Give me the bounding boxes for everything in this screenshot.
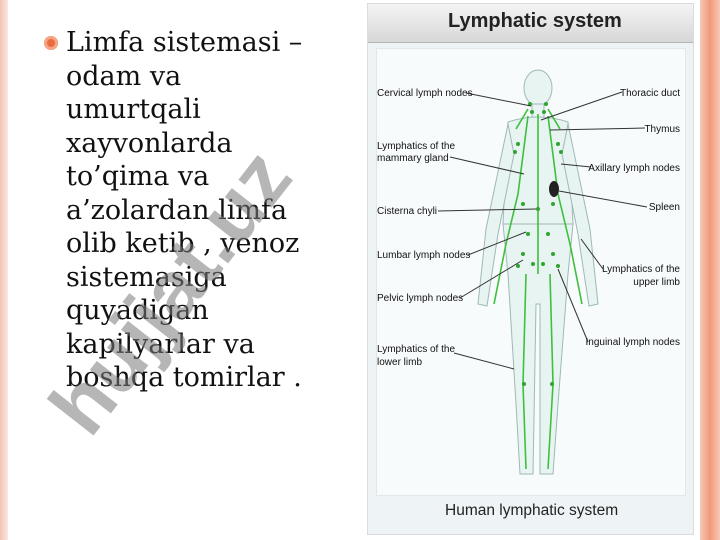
label-inguinal-lymph-nodes: Inguinal lymph nodes [585,337,680,348]
label-cisterna-chyli: Cisterna chyli [377,206,437,217]
spleen-shape [549,181,559,197]
label-cervical-lymph-nodes: Cervical lymph nodes [377,88,473,99]
figure-title-bar: Lymphatic system [368,4,693,43]
figure-labels: Cervical lymph nodes Lymphatics of the m… [377,88,680,368]
label-mammary-2: mammary gland [377,153,449,164]
label-lumbar-lymph-nodes: Lumbar lymph nodes [377,250,470,261]
figure-caption: Human lymphatic system [445,502,619,519]
label-thymus: Thymus [644,124,680,135]
slide-text-block: Limfa sistemasi – odam va umurtqali xayv… [44,26,366,395]
lymphatic-figure: Lymphatic system [367,3,694,535]
label-spleen: Spleen [649,202,680,213]
label-mammary-1: Lymphatics of the [377,141,455,152]
label-axillary-lymph-nodes: Axillary lymph nodes [588,163,680,174]
label-thoracic-duct: Thoracic duct [620,88,680,99]
label-lower-limb-1: Lymphatics of the [377,344,455,355]
slide-border-right [700,0,720,540]
slide-border-left [0,0,8,540]
leader-lines [437,91,648,370]
lymph-nodes [513,102,563,386]
figure-title: Lymphatic system [448,10,622,32]
bullet-icon [44,36,58,50]
label-lower-limb-2: lower limb [377,357,422,368]
lymphatic-diagram: Cervical lymph nodes Lymphatics of the m… [377,69,680,475]
bullet-text: Limfa sistemasi – odam va umurtqali xayv… [66,27,303,393]
label-pelvic-lymph-nodes: Pelvic lymph nodes [377,293,463,304]
label-upper-limb-2: upper limb [633,277,680,288]
label-upper-limb-1: Lymphatics of the [602,264,680,275]
